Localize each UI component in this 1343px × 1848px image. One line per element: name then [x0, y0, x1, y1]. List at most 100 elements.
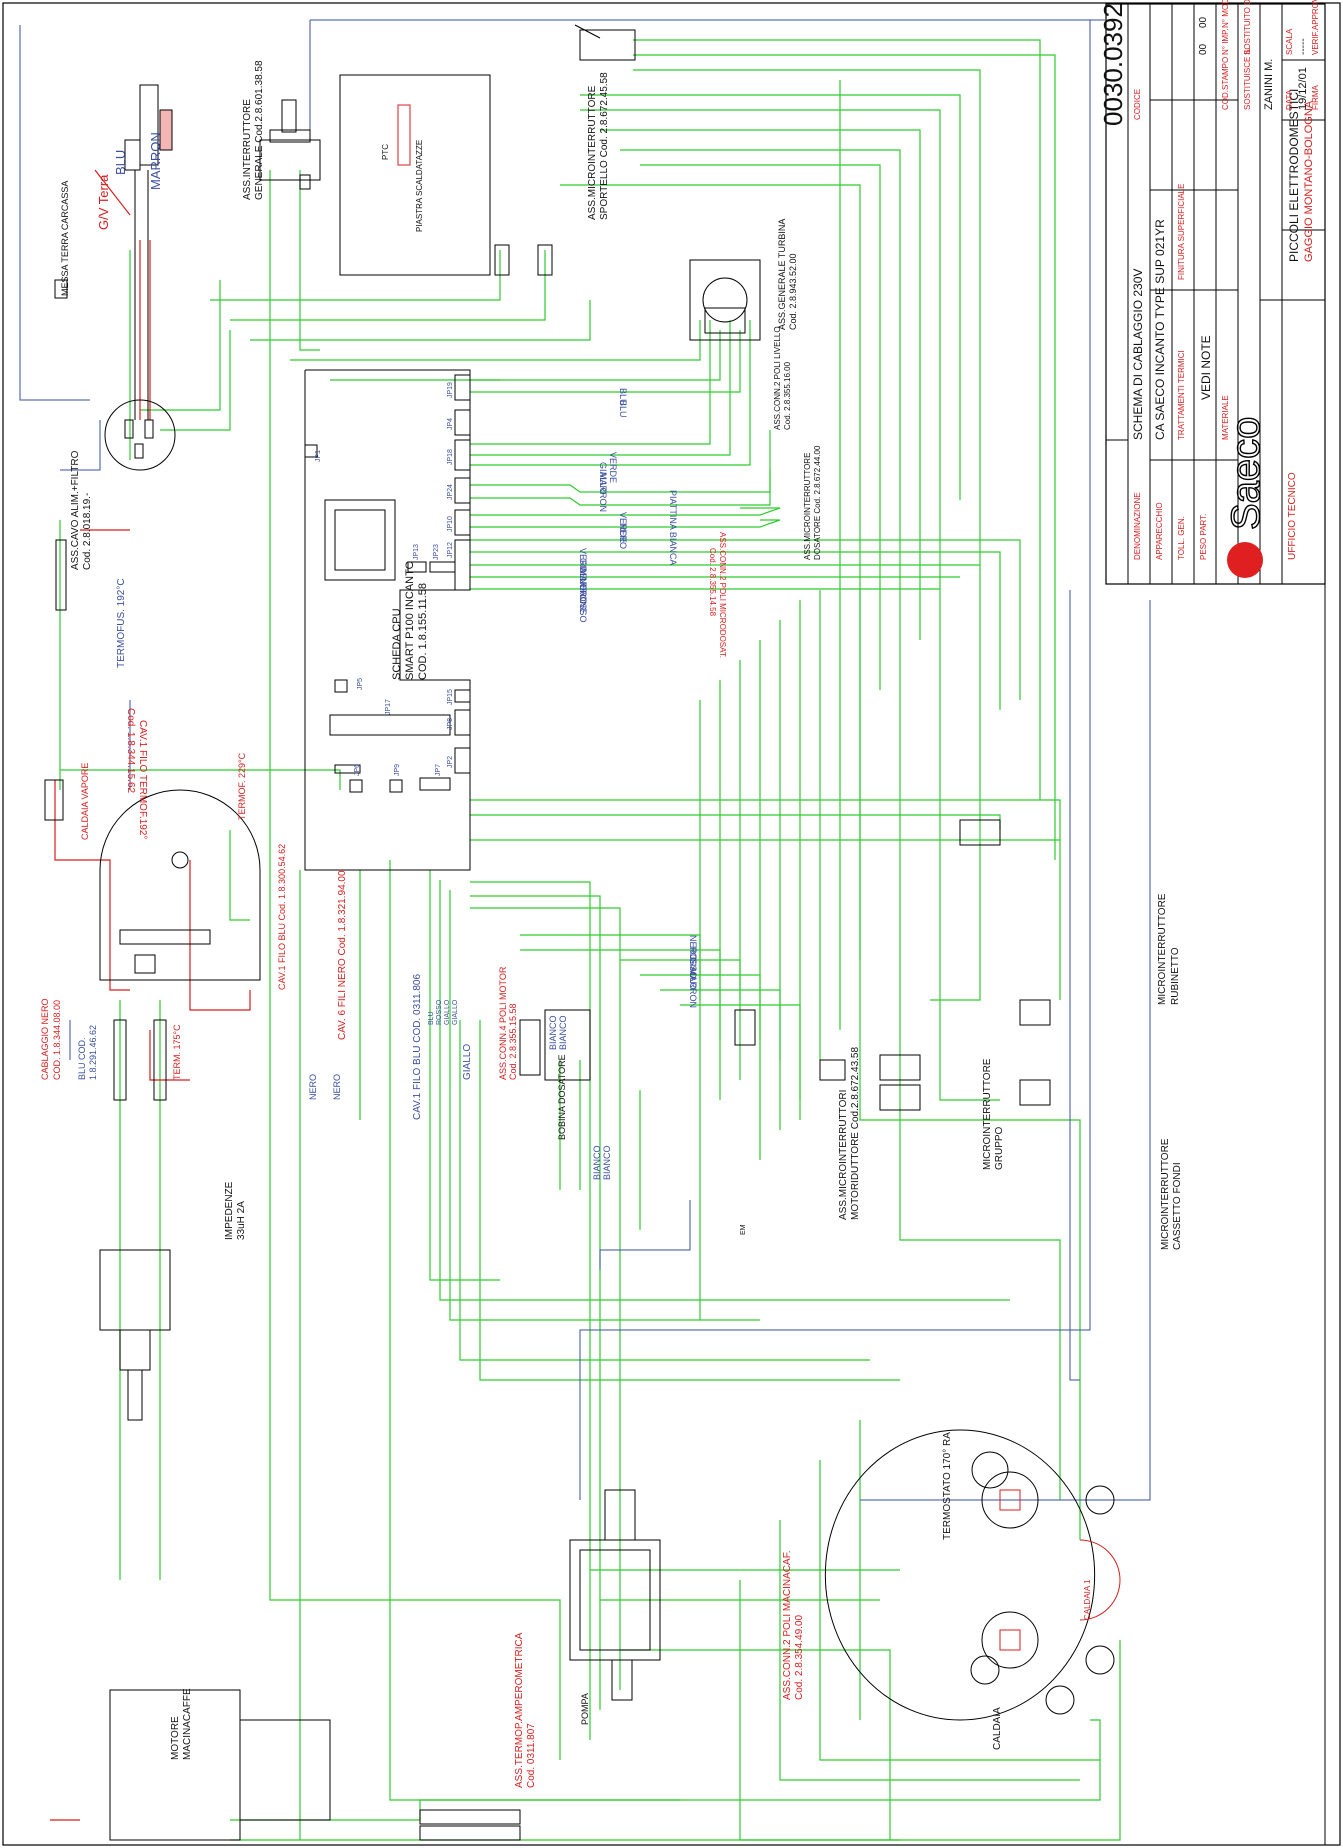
microint-cassetto-label: MICROINTERRUTTORE: [1160, 1138, 1171, 1250]
firma-value: ZANINI M.: [1263, 59, 1275, 110]
conn-macinacaf-cod: Cod. 2.8.354.49.00: [794, 1614, 805, 1700]
door-microswitch: [574, 24, 636, 61]
thermal-fuse: [55, 539, 67, 611]
turbina-label: ASS.GENERALE TURBINA: [777, 219, 787, 330]
wire-label-rosso: ROSSO: [578, 590, 588, 623]
wire-label-verde2: VERDE: [618, 512, 628, 543]
jp13-label: JP13: [413, 544, 420, 560]
earth-terminal: [54, 279, 68, 299]
small-giallo2: GIALLO: [452, 999, 459, 1025]
steam-boiler: [44, 779, 261, 981]
messa-terra-label: MESSA TERRA CARCASSA: [60, 181, 70, 296]
termof229-label: TERMOF. 229°C: [237, 752, 247, 820]
wire-label-blu2: BLU: [618, 400, 628, 418]
blu-label: BLU: [113, 150, 128, 175]
termofus-label: TERMOFUS. 192°C: [116, 578, 127, 668]
verif-label: VERIF.APPROV.: [1311, 0, 1320, 55]
interruttore-cod: GENERALE Cod.2.8.601.38.58: [254, 60, 265, 200]
wire-label-marrone: MARRONE: [578, 568, 588, 614]
wire-label-verde3: VERDE: [578, 548, 588, 579]
blu-cod-label: BLU COD.: [77, 1037, 87, 1080]
giallo-label: GIALLO: [462, 1044, 473, 1080]
motore2-label: MACINACAFFE: [182, 1688, 193, 1760]
cav-termof-cod: Cod. 1.8.344.15.62: [125, 708, 136, 794]
jp1-label: JP1: [315, 450, 322, 462]
wire-label-verde: VERDE: [608, 452, 618, 483]
cav6-label: CAV. 6 FILI NERO Cod. 1.8.321.94.00: [337, 870, 348, 1040]
piastra-label: PIASTRA SCALDATAZZE: [415, 140, 424, 232]
nero-label2: NERO: [332, 1074, 342, 1100]
main-switch: [259, 99, 321, 181]
wire-label-giallo: GIALLO: [598, 462, 608, 495]
jp8-label: JP8: [447, 718, 454, 730]
microint-rubinetto-label: MICROINTERRUTTORE: [1157, 893, 1168, 1005]
blu-cod-value: 1.8.291.46.62: [88, 1025, 98, 1080]
pompa-label: POMPA: [580, 1693, 590, 1725]
caldaia-label: CALDAIA: [992, 1707, 1003, 1750]
conn-livello-cod: Cod. 2.8.355.16.00: [783, 361, 792, 430]
jp24-label: JP24: [447, 484, 454, 500]
cav-blu806-label: CAV.1 FILO BLU COD. 0311.806: [412, 974, 423, 1120]
scheda-label1: SCHEDA CPU: [391, 608, 403, 680]
data-label: DATA: [1285, 89, 1294, 110]
turbina-cod: Cod. 2.8.943.52.00: [788, 253, 798, 330]
wire-label-blu1: BLU: [618, 388, 628, 406]
wire-label-bianco3: BIANCO: [592, 1145, 602, 1180]
trattamenti-label: TRATTAMENTI TERMICI: [1177, 350, 1186, 440]
title-block: Saeco UFFICIO TECNICO PICCOLI ELETTRODOM…: [1098, 0, 1326, 585]
flowmeter-turbine: [689, 259, 761, 341]
materiale-label: MATERIALE: [1221, 395, 1230, 440]
scala-label: SCALA: [1285, 28, 1294, 55]
jp10-label: JP10: [447, 516, 454, 532]
jp2-label: JP2: [447, 756, 454, 768]
cablaggio-nero-label: CABLAGGIO NERO: [40, 998, 50, 1080]
wire-label-rosso2: ROSSO: [688, 946, 698, 979]
cpu-board[interactable]: [304, 369, 471, 871]
nimp-value: 00: [1198, 43, 1209, 55]
main-boiler: [824, 1429, 1121, 1721]
red-wires: [50, 169, 251, 1821]
jp17-label: JP17: [385, 699, 392, 715]
interruttore-label: ASS.INTERRUTTORE: [242, 99, 253, 200]
company-line1: PICCOLI ELETTRODOMESTICI: [1287, 89, 1301, 262]
saeco-logo: Saeco: [1223, 416, 1269, 578]
codice-value: 0030.0392: [1098, 3, 1128, 126]
wire-label-marron: MARRON: [598, 472, 608, 512]
materiale-value: VEDI NOTE: [1199, 335, 1213, 400]
small-giallo1: GIALLO: [444, 999, 451, 1025]
microint-cassetto2: CASSETTO FONDI: [1172, 1162, 1183, 1250]
peso-label: PESO PART.: [1199, 514, 1208, 560]
conn-macinacaf-label: ASS.CONN.2 POLI MACINACAF.: [782, 1551, 793, 1700]
microint-dosatore-label: ASS.MICROINTERRUTTORE: [803, 453, 812, 560]
gv-terra-label: G/V Terra: [96, 174, 111, 230]
impedenze-val: 33uH 2A: [236, 1201, 247, 1240]
cav-blu-label: CAV.1 FILO BLU Cod. 1.8.300.54.62: [277, 844, 287, 990]
cablaggio-nero-cod: COD. 1.8.344.08.00: [52, 1000, 62, 1080]
motore-label: MOTORE: [170, 1716, 181, 1760]
nmod-value: 00: [1198, 16, 1209, 28]
caldaia-vapore-label: CALDAIA VAPORE: [80, 763, 90, 840]
logo-text: Saeco: [1224, 417, 1268, 530]
jp23-label: JP23: [433, 544, 440, 560]
cavo-alim-label: ASS.CAVO ALIM.+FILTRO: [70, 450, 81, 570]
denominazione-value: SCHEMA DI CABLAGGIO 230V: [1131, 269, 1145, 440]
wire-label-nero3: NERO: [688, 935, 698, 961]
firma-label: FIRMA: [1311, 84, 1320, 110]
cav-termof-label: CAV.1 FILO TERMOF.192°: [137, 720, 148, 839]
conn-microdosat-cod: Cod. 2.8.355.14.58: [708, 548, 717, 617]
grinder-dc-motor: [99, 1249, 171, 1421]
em-label: EM: [740, 1224, 747, 1235]
wire-label-bianco4: BIANCO: [602, 1145, 612, 1180]
jp12-label: JP12: [447, 542, 454, 558]
microint-sportello-cod: SPORTELLO Cod. 2.8.672.45.58: [599, 72, 610, 220]
conn-polimotor-cod: Cod. 2.8.355.15.58: [508, 1003, 518, 1080]
wire-label-piattina: PIATTINA BIANCA: [668, 490, 678, 565]
wire-label-giallo3: GIALLO: [688, 957, 698, 990]
microint-gruppo2: GRUPPO: [994, 1126, 1005, 1170]
cavo-alim-cod: Cod. 2.8.018.19.-: [82, 493, 93, 570]
logo-mark: [1227, 542, 1263, 578]
apparecchio-value: CA SAECO INCANTO TYPE SUP 021YR: [1153, 219, 1167, 440]
denominazione-label: DENOMINAZIONE: [1133, 492, 1142, 560]
